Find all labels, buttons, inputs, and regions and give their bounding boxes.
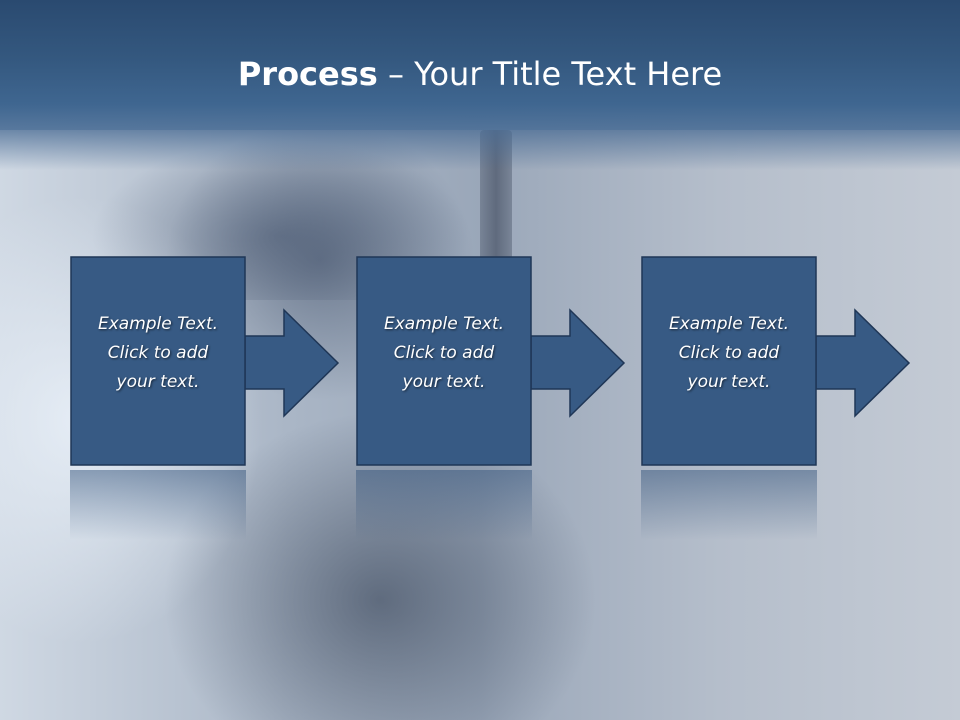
step-text: Example Text. Click to add your text.: [356, 310, 532, 397]
reflection-box: [70, 470, 246, 540]
step-text: Example Text. Click to add your text.: [70, 310, 246, 397]
title-bold: Process: [237, 55, 378, 93]
reflection-box: [641, 470, 817, 540]
step-text-line: Example Text.: [97, 314, 219, 334]
step-text-line: Click to add: [678, 343, 780, 363]
step-reflection: [356, 470, 646, 540]
step-text-line: your text.: [687, 372, 771, 392]
reflection-box: [356, 470, 532, 540]
step-text-line: Click to add: [393, 343, 495, 363]
slide-title[interactable]: Process – Your Title Text Here: [0, 52, 960, 96]
step-text: Example Text. Click to add your text.: [641, 310, 817, 397]
process-step-3[interactable]: Example Text. Click to add your text.: [641, 256, 931, 468]
process-step-1[interactable]: Example Text. Click to add your text.: [70, 256, 360, 468]
step-text-line: Example Text.: [668, 314, 790, 334]
step-text-line: Example Text.: [383, 314, 505, 334]
step-text-line: your text.: [116, 372, 200, 392]
arrow-shape: [641, 256, 911, 466]
step-text-line: your text.: [402, 372, 486, 392]
arrow-shape: [70, 256, 340, 466]
title-bar: [0, 0, 960, 170]
step-reflection: [70, 470, 360, 540]
step-reflection: [641, 470, 931, 540]
step-text-line: Click to add: [107, 343, 209, 363]
process-step-2[interactable]: Example Text. Click to add your text.: [356, 256, 646, 468]
title-rest: – Your Title Text Here: [377, 55, 723, 93]
arrow-shape: [356, 256, 626, 466]
